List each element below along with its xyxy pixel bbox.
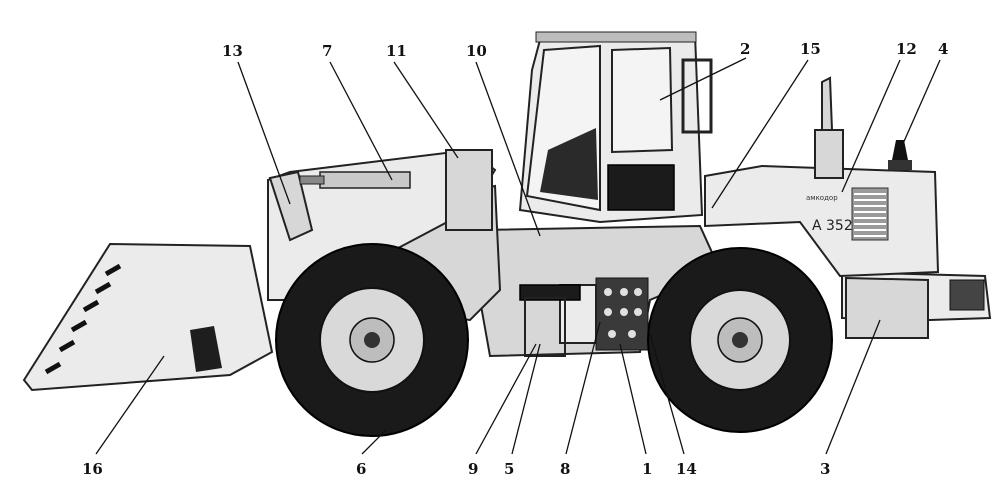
callout-8: 8: [560, 460, 570, 478]
leader-4: [901, 59, 941, 147]
callout-6: 6: [356, 460, 366, 478]
leader-3: [825, 319, 881, 455]
steering-cylinder: [519, 284, 581, 301]
leader-lines: [95, 57, 941, 455]
rear-hazard-stripes: [949, 279, 985, 311]
cab-roof: [535, 31, 697, 43]
cab-door-lower: [607, 164, 675, 211]
hood-grille-slats: [854, 193, 886, 237]
exhaust-pipe: [821, 76, 834, 131]
callout-13: 13: [222, 42, 243, 60]
front-wheel: [275, 243, 469, 437]
cab-door-window: [611, 46, 674, 154]
leader-14: [649, 333, 685, 455]
leader-13: [237, 61, 291, 205]
brand-badge: амкодор: [806, 194, 838, 202]
leader-11: [393, 61, 459, 159]
leader-15: [711, 59, 809, 209]
beacon-lamp-icon: [888, 140, 912, 170]
leader-1: [619, 343, 647, 455]
callout-9: 9: [468, 460, 478, 478]
leader-10: [475, 61, 541, 237]
bucket-inner-shadow: [190, 326, 222, 372]
cab-handrail: [681, 58, 713, 134]
wheel-loader-illustration: А 352 амкодор: [22, 31, 992, 437]
callout-7: 7: [322, 42, 332, 60]
leader-2: [659, 57, 747, 101]
bucket-hazard-stripes: [44, 263, 122, 375]
bellcrank: [268, 170, 314, 242]
leader-6: [361, 429, 387, 455]
air-cleaner: [814, 129, 844, 179]
leader-9: [475, 343, 537, 455]
lift-arm-tower: [445, 149, 493, 231]
callout-2: 2: [740, 40, 750, 58]
callout-5: 5: [504, 460, 514, 478]
callout-3: 3: [820, 460, 830, 478]
rear-battery-box: [845, 276, 929, 339]
valve-block-ports: [604, 288, 642, 338]
callout-16: 16: [82, 460, 103, 478]
leader-16: [95, 355, 165, 455]
bucket: [22, 242, 274, 392]
leader-12: [841, 59, 901, 193]
hood-grille: [851, 187, 889, 241]
callout-4: 4: [938, 40, 948, 58]
step-ladder: [524, 297, 566, 357]
callout-1: 1: [642, 460, 652, 478]
callout-15: 15: [800, 40, 821, 58]
callout-11: 11: [386, 42, 407, 60]
callout-12: 12: [896, 40, 917, 58]
leader-8: [565, 321, 601, 455]
tilt-cylinder: [299, 171, 411, 189]
cab-steering-shadow: [540, 128, 598, 200]
leader-7: [329, 61, 393, 181]
rear-wheel: [647, 247, 833, 433]
callout-labels: 13 7 11 10 2 15 12 4 16 6 9 5 8 1 14 3: [82, 40, 948, 478]
leader-5: [511, 343, 541, 455]
callout-10: 10: [466, 42, 487, 60]
model-plate: А 352: [812, 218, 853, 234]
callout-14: 14: [676, 460, 697, 478]
